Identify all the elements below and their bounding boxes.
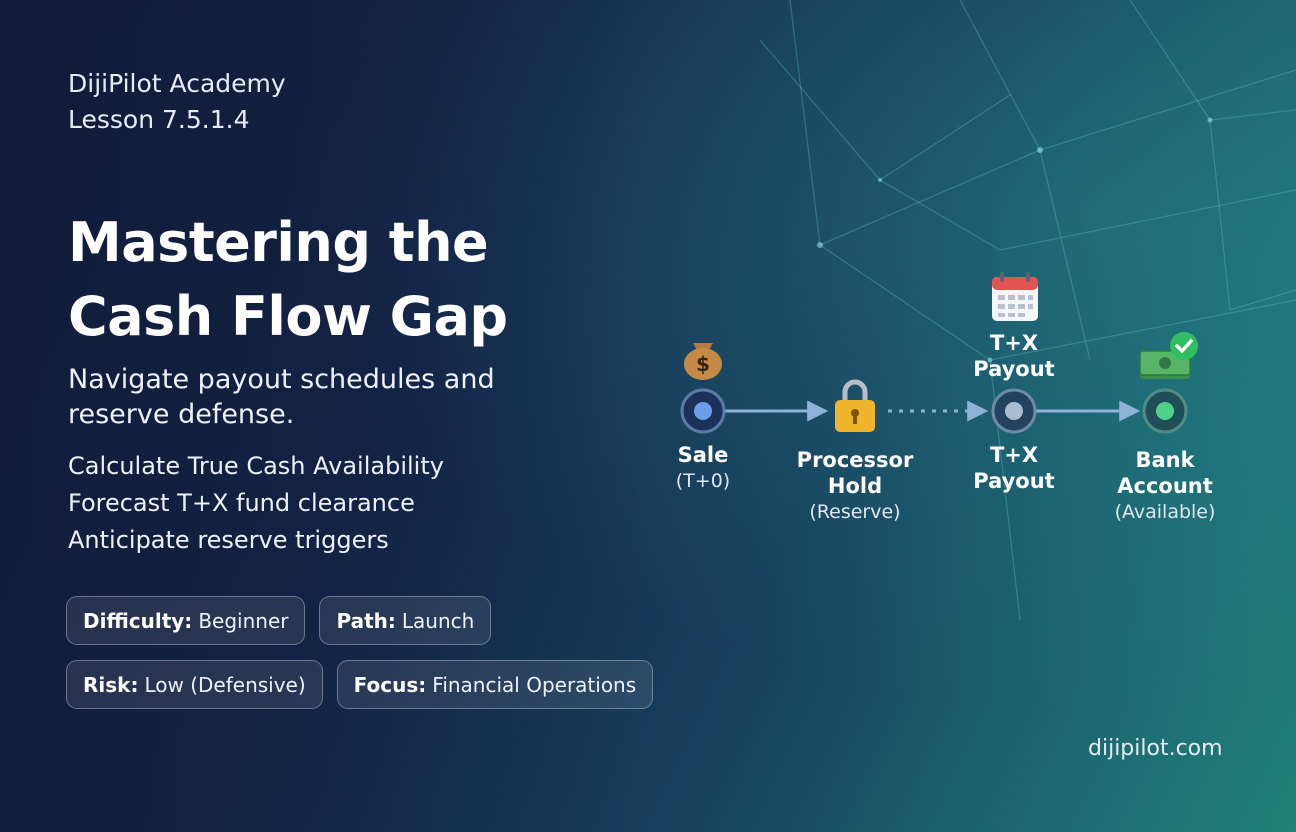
- objective-item: Calculate True Cash Availability: [68, 452, 444, 480]
- payout-top-label: T+X Payout: [973, 330, 1054, 382]
- risk-badge: Risk: Low (Defensive): [66, 660, 323, 709]
- subtitle: Navigate payout schedules and reserve de…: [68, 362, 495, 432]
- sale-label: Sale (T+0): [676, 442, 730, 494]
- badge-value: Beginner: [198, 608, 289, 633]
- badge-key: Path:: [336, 608, 396, 633]
- padlock-icon: [835, 379, 875, 432]
- path-badge: Path: Launch: [319, 596, 492, 645]
- node-sale: [680, 388, 726, 434]
- calendar-icon: [992, 272, 1038, 321]
- sale-subtitle: (T+0): [675, 470, 731, 492]
- subtitle-line-2: reserve defense.: [68, 399, 295, 430]
- bank-title-line-2: Account: [1117, 474, 1213, 498]
- payout-top-line-1: T+X: [989, 331, 1039, 355]
- title-line-2: Cash Flow Gap: [68, 285, 508, 348]
- node-payout: [991, 388, 1037, 434]
- hold-title-line-1: Processor: [796, 448, 914, 472]
- badge-key: Difficulty:: [83, 608, 193, 633]
- sale-title: Sale: [677, 443, 729, 467]
- academy-header: DijiPilot Academy Lesson 7.5.1.4: [68, 66, 286, 138]
- payout-top-line-2: Payout: [973, 357, 1055, 381]
- academy-name: DijiPilot Academy: [68, 69, 286, 98]
- objective-item: Anticipate reserve triggers: [68, 526, 389, 554]
- bank-subtitle: (Available): [1114, 501, 1216, 523]
- payout-label: T+X Payout: [973, 442, 1054, 494]
- hold-subtitle: (Reserve): [809, 501, 901, 523]
- lesson-badges: Difficulty: Beginner Path: Launch Risk: …: [66, 596, 746, 724]
- payout-line-2: Payout: [973, 469, 1055, 493]
- objective-item: Forecast T+X fund clearance: [68, 489, 415, 517]
- bank-account-label: Bank Account (Available): [1115, 447, 1216, 525]
- title-line-1: Mastering the: [68, 211, 489, 274]
- subtitle-line-1: Navigate payout schedules and: [68, 364, 495, 395]
- badge-value: Financial Operations: [432, 672, 637, 697]
- badge-key: Risk:: [83, 672, 139, 697]
- processor-hold-label: Processor Hold (Reserve): [797, 447, 914, 525]
- page-title: Mastering the Cash Flow Gap: [68, 206, 508, 354]
- site-url: dijipilot.com: [1088, 736, 1223, 761]
- hold-title-line-2: Hold: [827, 474, 883, 498]
- bank-title-line-1: Bank: [1135, 448, 1195, 472]
- money-bag-icon: $: [684, 343, 722, 380]
- focus-badge: Focus: Financial Operations: [336, 660, 654, 709]
- svg-text:$: $: [696, 352, 710, 376]
- difficulty-badge: Difficulty: Beginner: [66, 596, 306, 645]
- badge-key: Focus:: [353, 672, 427, 697]
- badge-value: Low (Defensive): [144, 672, 306, 697]
- badge-value: Launch: [401, 608, 475, 633]
- learning-objectives: Calculate True Cash Availability Forecas…: [68, 448, 444, 559]
- node-bank: [1142, 388, 1188, 434]
- cash-check-icon: [1139, 332, 1198, 379]
- lesson-number: Lesson 7.5.1.4: [68, 105, 250, 134]
- payout-line-1: T+X: [989, 443, 1039, 467]
